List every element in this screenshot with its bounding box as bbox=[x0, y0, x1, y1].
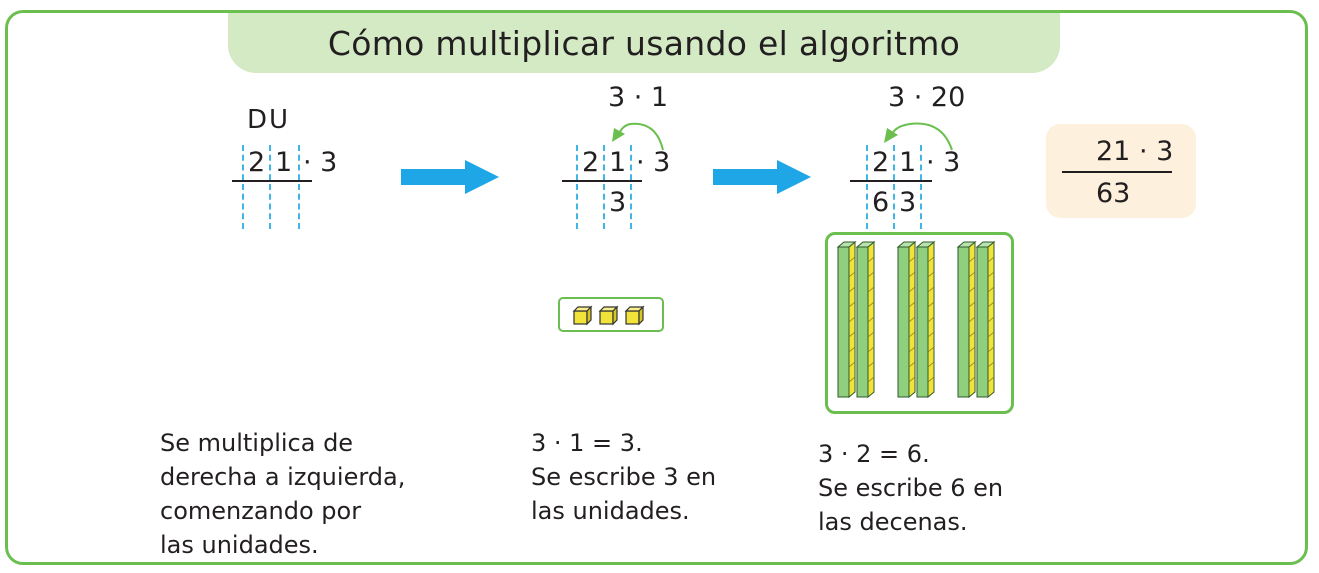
column-guide bbox=[920, 145, 922, 229]
description-line: las unidades. bbox=[531, 497, 690, 525]
ten-rod-icon bbox=[855, 240, 876, 399]
operation-line bbox=[562, 180, 642, 182]
ten-rod-icon bbox=[836, 240, 857, 399]
unit-cube-icon bbox=[624, 305, 645, 326]
summary-result: 63 bbox=[1096, 178, 1131, 209]
column-guide bbox=[893, 145, 895, 229]
description-line: las decenas. bbox=[818, 508, 968, 536]
activity-frame bbox=[5, 10, 1308, 565]
column-guide bbox=[242, 145, 244, 229]
digit-units: 1 bbox=[275, 147, 293, 178]
result-units: 3 bbox=[899, 187, 917, 218]
step-3-description: 3 · 2 = 6. Se escribe 6 en las decenas. bbox=[818, 437, 1003, 539]
digit-tens: 2 bbox=[248, 147, 266, 178]
description-line: comenzando por bbox=[160, 497, 362, 525]
partial-product-label: 3 · 1 bbox=[608, 82, 669, 113]
title-band: Cómo multiplicar usando el algoritmo bbox=[228, 13, 1060, 73]
description-line: 3 · 1 = 3. bbox=[531, 429, 643, 457]
result-units: 3 bbox=[609, 187, 627, 218]
unit-cube-icon bbox=[572, 305, 593, 326]
summary-line bbox=[1062, 171, 1172, 173]
operation-line bbox=[232, 180, 312, 182]
summary-expression: 21 · 3 bbox=[1096, 136, 1174, 167]
column-guide bbox=[866, 145, 868, 229]
description-line: Se escribe 6 en bbox=[818, 474, 1004, 502]
result-summary-box: 21 · 3 63 bbox=[1046, 124, 1196, 218]
result-tens: 6 bbox=[872, 187, 890, 218]
digit-units: 1 bbox=[609, 147, 627, 178]
digit-tens: 2 bbox=[582, 147, 600, 178]
description-line: Se multiplica de bbox=[160, 429, 354, 457]
multiplier: · 3 bbox=[636, 147, 671, 178]
multiplier: · 3 bbox=[926, 147, 961, 178]
column-guide bbox=[298, 145, 300, 229]
digit-units: 1 bbox=[899, 147, 917, 178]
ten-rods-box bbox=[825, 232, 1014, 414]
column-guide bbox=[603, 145, 605, 229]
ten-rod-icon bbox=[896, 240, 917, 399]
description-line: derecha a izquierda, bbox=[160, 463, 406, 491]
operation-line bbox=[850, 180, 932, 182]
right-arrow-icon bbox=[713, 160, 811, 194]
column-guide bbox=[576, 145, 578, 229]
ten-rod-icon bbox=[975, 240, 996, 399]
column-guide bbox=[269, 145, 271, 229]
description-line: 3 · 2 = 6. bbox=[818, 440, 930, 468]
step-1-description: Se multiplica de derecha a izquierda, co… bbox=[160, 426, 405, 562]
curved-arrow-icon bbox=[884, 122, 953, 151]
partial-product-label: 3 · 20 bbox=[888, 82, 966, 113]
ten-rod-icon bbox=[915, 240, 936, 399]
unit-cube-icon bbox=[598, 305, 619, 326]
ten-rod-icon bbox=[956, 240, 977, 399]
curved-arrow-icon bbox=[612, 122, 664, 151]
right-arrow-icon bbox=[401, 160, 499, 194]
digit-tens: 2 bbox=[872, 147, 890, 178]
column-guide bbox=[630, 145, 632, 229]
unit-cubes-box bbox=[558, 297, 664, 332]
step-2-description: 3 · 1 = 3. Se escribe 3 en las unidades. bbox=[531, 426, 716, 528]
description-line: las unidades. bbox=[160, 531, 319, 559]
place-value-header: DU bbox=[247, 105, 291, 135]
page-title: Cómo multiplicar usando el algoritmo bbox=[327, 23, 961, 63]
multiplier: · 3 bbox=[303, 147, 338, 178]
description-line: Se escribe 3 en bbox=[531, 463, 717, 491]
